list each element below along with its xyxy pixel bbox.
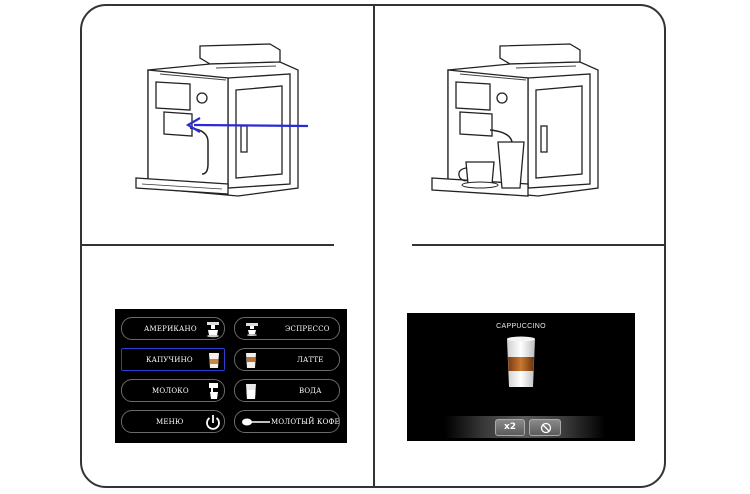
menu-item-milk[interactable]: МОЛОКО <box>121 379 225 402</box>
horizontal-divider-right <box>412 244 666 246</box>
menu-item-americano[interactable]: АМЕРИКАНО <box>121 317 225 340</box>
horizontal-divider-left <box>80 244 334 246</box>
cancel-icon <box>540 422 552 434</box>
cappuccino-glass-icon <box>507 336 535 387</box>
cappuccino-brewing-screen: CAPPUCCINO x2 <box>407 313 635 441</box>
menu-item-espresso[interactable]: ЭСПРЕССО <box>234 317 340 340</box>
water-glass-icon <box>246 384 256 399</box>
milk-pitcher-icon <box>209 383 218 399</box>
drink-title: CAPPUCCINO <box>496 323 546 330</box>
menu-item-water[interactable]: ВОДА <box>234 379 340 402</box>
menu-item-menu[interactable]: МЕНЮ <box>121 410 225 433</box>
menu-item-latte[interactable]: ЛАТТЕ <box>234 348 340 371</box>
espresso-cup-icon <box>246 323 258 336</box>
menu-item-label: ЛАТТЕ <box>297 356 324 364</box>
machine-dispensing-illustration <box>431 43 599 197</box>
cancel-button[interactable] <box>529 419 561 436</box>
double-shot-button[interactable]: x2 <box>495 419 525 436</box>
vertical-divider <box>373 4 375 488</box>
menu-item-label: МОЛОТЫЙ КОФЕ <box>271 418 340 426</box>
latte-glass-icon <box>246 353 256 368</box>
ground-coffee-spoon-icon <box>242 418 270 426</box>
menu-item-label: МОЛОКО <box>152 387 189 395</box>
drink-menu-screen: АМЕРИКАНО КАПУЧИНО МОЛОКО МЕНЮ <box>115 309 347 443</box>
americano-cup-icon <box>207 322 219 338</box>
menu-item-ground-coffee[interactable]: МОЛОТЫЙ КОФЕ <box>234 410 340 433</box>
machine-milk-tube-illustration <box>135 43 309 197</box>
action-bar <box>445 416 605 438</box>
menu-item-label: МЕНЮ <box>156 418 184 426</box>
menu-item-label: ЭСПРЕССО <box>285 325 330 333</box>
menu-item-cappuccino[interactable]: КАПУЧИНО <box>121 348 225 371</box>
menu-power-icon <box>206 415 220 430</box>
cappuccino-glass-icon <box>209 353 219 368</box>
menu-item-label: АМЕРИКАНО <box>144 325 197 333</box>
menu-item-label: КАПУЧИНО <box>146 356 193 364</box>
menu-item-label: ВОДА <box>299 387 322 395</box>
